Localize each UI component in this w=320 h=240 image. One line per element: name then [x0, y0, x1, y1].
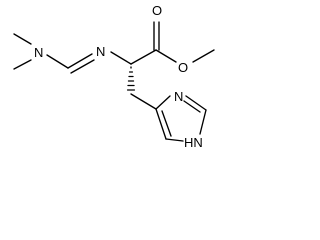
bond-methyl-lower [13, 59, 32, 70]
ring-bond-c4-n3 [155, 95, 171, 110]
bond-imine-double-a [67, 53, 93, 69]
atom-label-amine-n: N [34, 45, 43, 60]
ring-bond-c5-c4-b [161, 110, 172, 137]
bond-imine-alpha [110, 51, 132, 65]
chemical-structure: N N O O N HN [13, 3, 215, 150]
ring-bond-c5-c4-a [155, 108, 167, 140]
ring-bond-c2-n1 [199, 109, 207, 135]
bond-methyl-upper [13, 33, 32, 45]
atom-label-ester-o: O [178, 60, 188, 75]
bond-ester-methyl [192, 49, 215, 63]
atom-label-ring-n: N [174, 89, 183, 104]
bond-carbonyl-ester-o [155, 49, 177, 63]
atom-label-carbonyl-o: O [152, 3, 162, 18]
bond-amine-c [46, 54, 69, 69]
bond-imine-double-b [70, 59, 95, 74]
ring-bond-n1-c5 [165, 138, 184, 142]
structure-canvas: N N O O N HN [13, 3, 215, 150]
atom-label-imine-n: N [96, 44, 105, 59]
ring-bond-n3-c2-b [183, 100, 201, 113]
hashed-wedge-bond [126, 66, 136, 91]
bond-ch2-ring [130, 93, 157, 110]
bond-alpha-carbonyl [130, 49, 157, 65]
ring-bond-n3-c2-a [185, 95, 207, 111]
atom-label-ring-nh: HN [184, 135, 203, 150]
